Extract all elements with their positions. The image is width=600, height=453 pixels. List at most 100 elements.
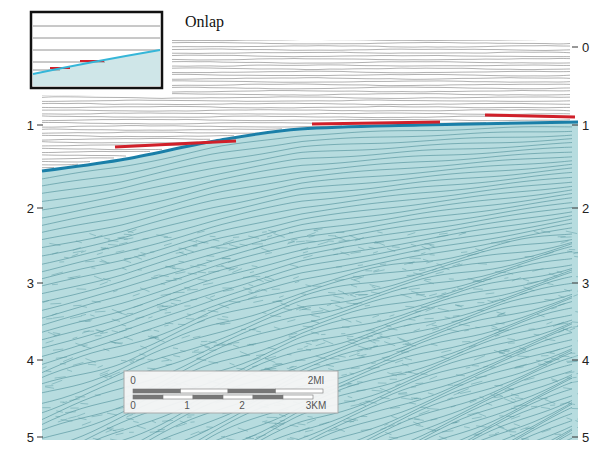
noise (495, 335, 500, 336)
noise (441, 357, 450, 359)
time-axis-label: 1 (27, 119, 34, 132)
noise (46, 370, 51, 372)
noise (341, 333, 345, 334)
noise (407, 274, 415, 276)
noise (307, 233, 316, 236)
noise (210, 236, 216, 237)
noise (442, 431, 453, 432)
noise (569, 249, 575, 250)
noise (107, 428, 117, 431)
noise (164, 243, 172, 245)
noise (52, 313, 58, 315)
onlap-marker (115, 141, 236, 147)
noise (514, 424, 520, 426)
noise (210, 296, 215, 298)
reflector (42, 407, 572, 453)
noise (480, 397, 484, 399)
noise (429, 294, 437, 296)
noise (157, 304, 164, 305)
reflector (42, 119, 570, 120)
noise (544, 299, 553, 300)
noise (331, 300, 340, 302)
noise (360, 404, 366, 406)
noise (441, 267, 449, 269)
noise (335, 279, 345, 281)
noise (274, 233, 285, 237)
reflector (42, 324, 572, 453)
reflector (42, 100, 570, 101)
noise (354, 277, 364, 280)
noise (538, 364, 547, 365)
noise (338, 356, 346, 357)
noise (201, 341, 207, 342)
noise (256, 279, 264, 282)
noise (456, 375, 465, 376)
noise (289, 366, 294, 367)
noise (518, 356, 530, 358)
noise (246, 438, 254, 439)
noise (350, 420, 356, 422)
noise (290, 265, 298, 267)
noise (106, 430, 112, 432)
noise (117, 237, 124, 238)
noise (499, 352, 506, 353)
reflector (42, 421, 572, 453)
noise (466, 367, 470, 369)
noise (335, 236, 345, 240)
noise (296, 307, 304, 310)
noise (180, 421, 187, 424)
noise (42, 407, 50, 408)
noise (470, 400, 477, 403)
noise (112, 331, 118, 333)
noise (136, 358, 144, 360)
noise (206, 260, 212, 262)
noise (303, 326, 314, 328)
noise (127, 414, 133, 416)
noise (408, 418, 413, 419)
noise (437, 235, 449, 237)
noise (483, 278, 491, 280)
noise (570, 353, 575, 354)
noise (566, 231, 577, 234)
noise (147, 368, 155, 370)
noise (64, 257, 69, 259)
noise (351, 252, 361, 253)
noise (112, 319, 120, 321)
noise (255, 289, 261, 291)
noise (387, 373, 397, 376)
noise (511, 408, 517, 410)
noise (525, 256, 534, 257)
noise (82, 306, 87, 307)
noise (402, 269, 406, 270)
noise (100, 282, 108, 285)
noise (249, 435, 257, 437)
noise (454, 384, 464, 385)
noise (475, 249, 484, 252)
noise (499, 299, 505, 301)
noise (256, 435, 266, 438)
noise (334, 254, 338, 256)
noise (92, 301, 101, 302)
noise (166, 266, 176, 269)
noise (135, 317, 144, 319)
basement-fill (42, 122, 578, 445)
noise (271, 427, 280, 430)
noise (52, 380, 63, 384)
noise (358, 247, 364, 249)
noise (229, 244, 240, 247)
noise (507, 388, 513, 390)
noise (495, 272, 506, 273)
noise (161, 360, 169, 361)
noise (289, 333, 297, 335)
noise (380, 388, 391, 392)
noise (577, 417, 587, 419)
noise (307, 419, 316, 423)
noise (575, 421, 581, 423)
noise (350, 291, 359, 294)
noise (492, 300, 499, 302)
noise (243, 288, 251, 291)
noise (311, 311, 323, 313)
noise (297, 348, 303, 350)
noise (321, 334, 325, 335)
noise (549, 273, 558, 276)
